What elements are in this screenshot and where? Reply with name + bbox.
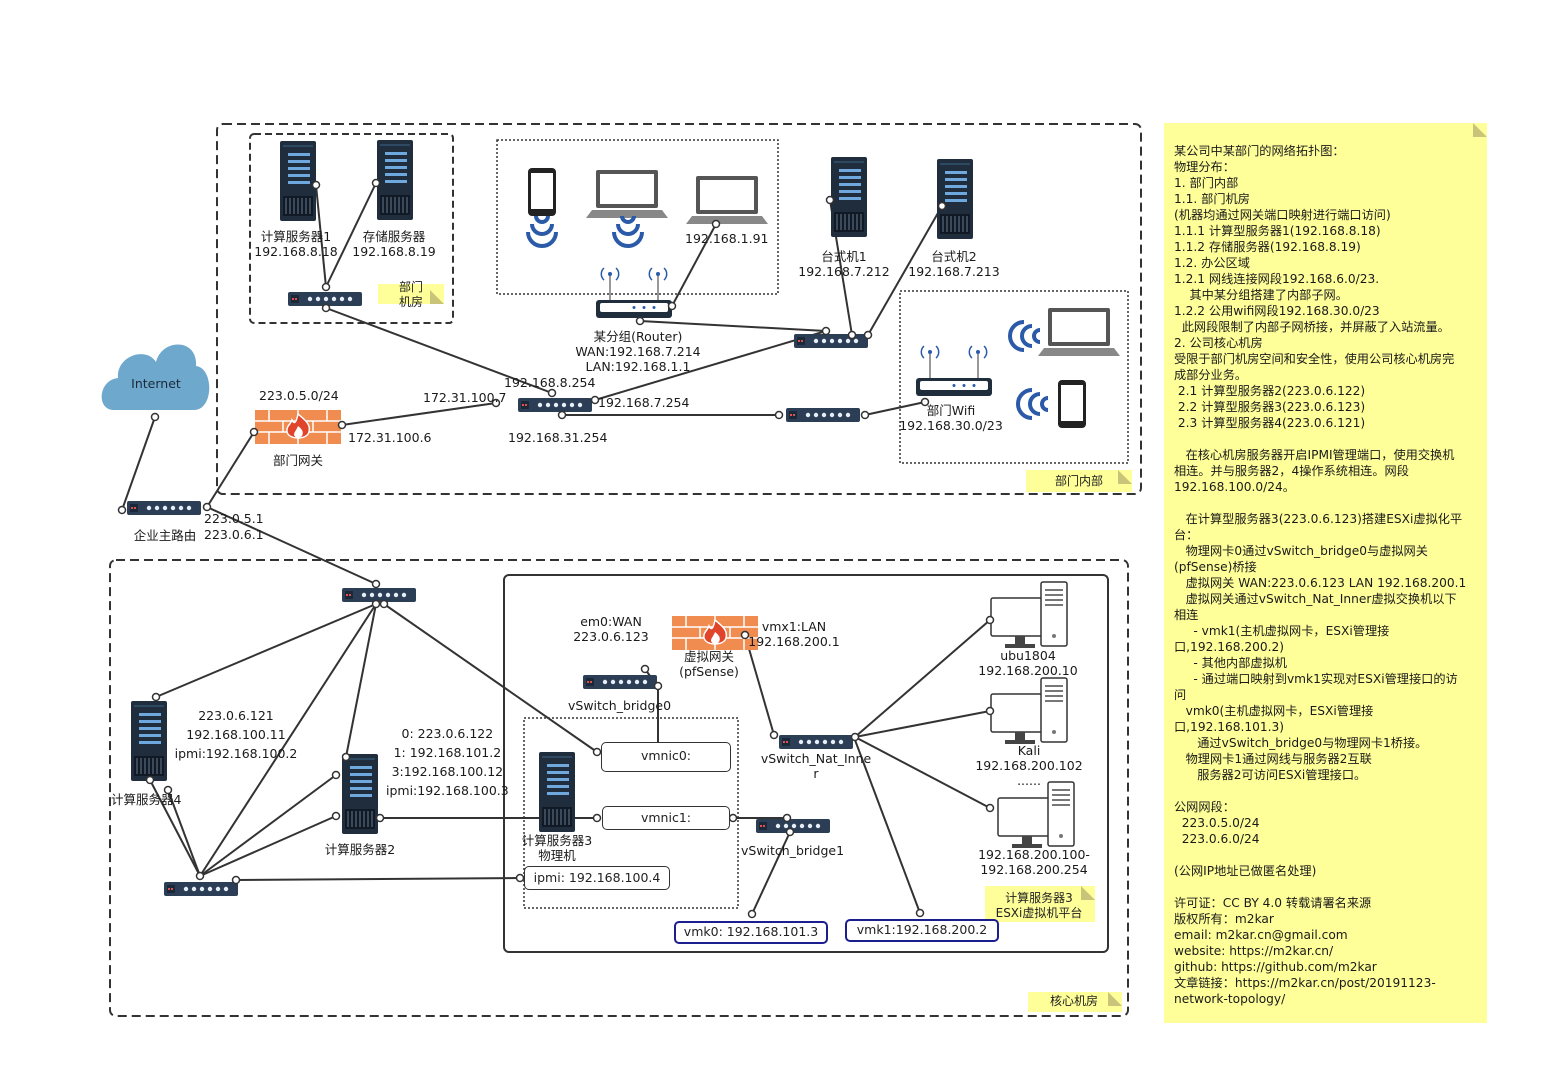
wifi-signal-icon	[526, 214, 558, 248]
vm-range-icon	[997, 781, 1075, 849]
vmnic0-box: vmnic0:	[601, 742, 731, 772]
core-title: 核心机房	[1049, 994, 1098, 1008]
vmk1-box: vmk1:192.168.200.2	[845, 919, 999, 942]
gateway-label: 部门网关	[272, 453, 323, 468]
dept-inner-title: 部门内部	[1054, 474, 1103, 488]
storage-server-icon	[377, 140, 413, 220]
group-router-label: 某分组(Router) WAN:192.168.7.214 LAN:192.16…	[575, 329, 701, 374]
virtual-gateway-label: 虚拟网关 (pfSense)	[679, 649, 739, 679]
ipmi-box: ipmi: 192.168.100.4	[524, 866, 670, 890]
phone-icon	[1058, 380, 1086, 428]
wifi-signal-icon	[1008, 320, 1042, 352]
esxi-title: 计算服务器3 ESXi虚拟机平台	[995, 891, 1083, 920]
connector-points	[117, 178, 995, 919]
dept-inner-region	[216, 123, 1142, 495]
server1-label: 计算服务器1 192.168.8.18	[254, 229, 338, 259]
server3-label: 计算服务器3 物理机	[521, 833, 593, 863]
em0-label: em0:WAN 223.0.6.123	[573, 614, 649, 644]
dept-router-ip7: 192.168.7.254	[598, 395, 690, 410]
note-corner-fold	[1473, 123, 1487, 137]
vmnic1-box: vmnic1:	[602, 806, 730, 830]
wifi-signal-icon	[1016, 388, 1050, 420]
server4-label: 计算服务器4	[111, 792, 182, 807]
dept-router-icon	[518, 398, 592, 412]
core-switch-icon	[342, 588, 416, 602]
vm-ubu-label: ubu1804 192.168.200.10	[978, 648, 1078, 678]
core-region	[109, 559, 1129, 1017]
core-router-ip1: 223.0.5.1	[204, 511, 264, 526]
desktop1-label: 台式机1 192.168.7.212	[798, 249, 890, 279]
phone-icon	[528, 168, 556, 216]
gateway-ip-label: 172.31.100.6	[348, 430, 432, 445]
server-room-title: 部门 机房	[398, 280, 423, 309]
vm-kali-label: Kali 192.168.200.102 ......	[975, 743, 1083, 788]
nat-inner-label: vSwitch_Nat_Inne r	[760, 751, 872, 781]
wifi-group-region	[496, 139, 779, 295]
nat-inner-switch-icon	[779, 735, 853, 749]
wifi-signal-icon	[612, 214, 644, 248]
bridge0-label: vSwitch_bridge0	[568, 698, 672, 713]
dept-inner-tag	[1026, 470, 1132, 492]
core-router-ip2: 223.0.6.1	[204, 527, 264, 542]
dept-wifi-label: 部门Wifi 192.168.30.0/23	[899, 403, 1003, 433]
server-room-region	[249, 133, 454, 324]
group-router-icon	[595, 267, 673, 319]
server2-icon	[342, 754, 378, 834]
core-router-label: 企业主路由	[133, 528, 197, 543]
server2-info: 0: 223.0.6.122 1: 192.168.101.2 3:192.16…	[386, 726, 509, 798]
server1-icon	[280, 141, 316, 221]
laptop-icon	[1038, 308, 1120, 356]
dept-router-ip8: 192.168.8.254	[504, 375, 596, 390]
core-tag	[1028, 992, 1122, 1012]
vm-ubu-icon	[990, 581, 1068, 649]
server3-icon	[539, 752, 575, 832]
esxi-tag	[985, 886, 1095, 922]
links	[121, 182, 991, 915]
desktop2-label: 台式机2 192.168.7.213	[908, 249, 1000, 279]
ipmi-switch-icon	[164, 882, 238, 896]
gateway-firewall-icon	[254, 409, 342, 445]
bridge1-label: vSwitch_bridge1	[741, 843, 845, 858]
wifi-switch-icon	[786, 408, 860, 422]
vmk0-box: vmk0: 192.168.101.3	[674, 921, 828, 944]
laptop-ip-label: 192.168.1.91	[685, 231, 769, 246]
vm-kali-icon	[990, 677, 1068, 745]
office-switch-icon	[794, 334, 868, 348]
bridge0-switch-icon	[583, 675, 657, 689]
dept-wifi-region	[899, 290, 1129, 464]
core-router-icon	[127, 501, 201, 515]
storage-server-label: 存储服务器 192.168.8.19	[352, 229, 436, 259]
server3-physical-region	[523, 717, 739, 909]
server2-label: 计算服务器2	[324, 842, 396, 857]
internet-cloud-icon	[101, 344, 210, 410]
internet-label: Internet	[131, 376, 181, 391]
dept-router-ip172: 172.31.100.7	[423, 390, 507, 405]
dept-wifi-router-icon	[915, 345, 993, 397]
laptop-icon	[686, 176, 768, 224]
server4-icon	[131, 701, 167, 781]
gateway-subnet-label: 223.0.5.0/24	[259, 388, 339, 403]
server4-info: 223.0.6.121 192.168.100.11 ipmi:192.168.…	[174, 708, 298, 761]
description-note	[1164, 123, 1487, 1023]
esxi-region	[503, 574, 1109, 953]
description-note-text: 某公司中某部门的网络拓扑图： 物理分布： 1. 部门内部 1.1. 部门机房 (…	[1174, 144, 1467, 1006]
vmx1-label: vmx1:LAN 192.168.200.1	[748, 619, 840, 649]
desktop2-icon	[937, 159, 973, 239]
laptop-icon	[586, 170, 668, 218]
server-room-tag	[378, 284, 444, 304]
desktop1-icon	[831, 157, 867, 237]
vm-range-label: 192.168.200.100- 192.168.200.254	[978, 847, 1090, 877]
dept-router-ip31: 192.168.31.254	[508, 430, 608, 445]
